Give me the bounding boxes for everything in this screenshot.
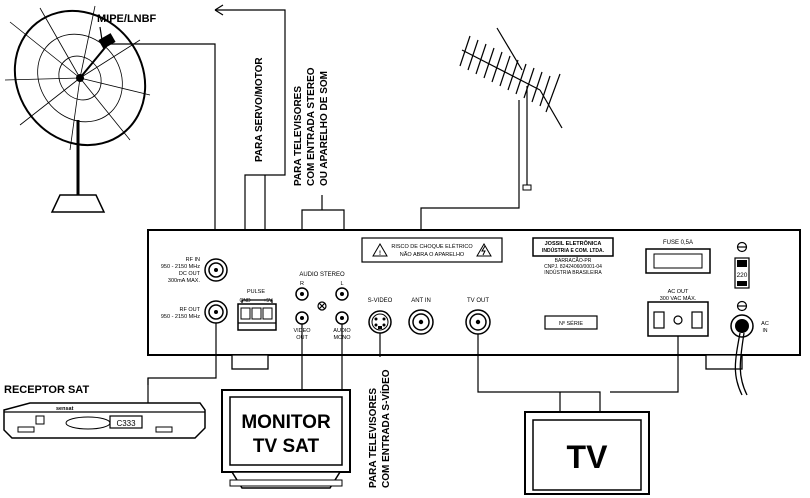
voltage-switch[interactable] xyxy=(734,257,750,289)
rf-in-dc: DC OUT xyxy=(179,271,201,277)
svideo-label: S-VIDEO xyxy=(368,298,393,304)
pulse-label: PULSE xyxy=(247,289,265,295)
svideo-connector[interactable] xyxy=(368,310,392,334)
gnd-label: GND xyxy=(239,298,251,304)
rf-out-label: RF OUT xyxy=(180,307,201,313)
serial-label: Nº SÉRIE xyxy=(559,320,583,327)
pulse-terminal-block[interactable] xyxy=(237,303,277,331)
receiver-label: RECEPTOR SAT xyxy=(4,384,89,396)
rf-in-connector[interactable] xyxy=(204,258,228,282)
lnb-cable xyxy=(110,43,216,245)
maker-origin: INDÚSTRIA BRASILEIRA xyxy=(544,269,602,276)
audio-r-jack[interactable] xyxy=(295,287,309,301)
voltage-screw-icon xyxy=(736,241,748,253)
ac-out-socket[interactable] xyxy=(647,301,709,337)
rf-in-freq: 950 - 2150 MHz xyxy=(161,264,200,270)
screw-icon xyxy=(317,301,327,311)
audio-mono-jack[interactable] xyxy=(335,311,349,325)
plus5v-label: +5V xyxy=(263,298,273,304)
tv-out-label: TV OUT xyxy=(467,298,489,304)
warning-box xyxy=(361,237,503,263)
stereo-label-1: PARA TELEVISORES xyxy=(293,86,304,186)
tv-out-connector[interactable] xyxy=(465,309,491,335)
satellite-receiver xyxy=(3,402,206,439)
stereo-label-2: COM ENTRADA STEREO xyxy=(306,67,317,186)
warning-icon xyxy=(372,243,388,257)
warning-text-2: NÃO ABRA O APARELHO xyxy=(400,251,465,258)
svideo-tv-label-1: PARA TELEVISORES xyxy=(368,388,379,488)
servo-label: PARA SERVO/MOTOR xyxy=(254,57,265,162)
rf-in-label: RF IN xyxy=(186,257,200,263)
rf-out-connector[interactable] xyxy=(204,300,228,324)
warning-text-1: RISCO DE CHOQUE ELÉTRICO xyxy=(391,243,473,250)
fuse-holder[interactable] xyxy=(645,248,711,274)
maker-box xyxy=(532,237,614,257)
ant-in-connector[interactable] xyxy=(408,309,434,335)
ac-in-label-2: IN xyxy=(763,328,768,334)
satellite-dish xyxy=(4,5,151,213)
audio-l-jack[interactable] xyxy=(335,287,349,301)
servo-cable xyxy=(215,9,286,300)
antenna-cable xyxy=(420,100,520,250)
stereo-label-3: OU APARELHO DE SOM xyxy=(319,71,330,186)
rf-out-freq: 950 - 2150 MHz xyxy=(161,314,200,320)
svg-text:!: ! xyxy=(379,251,381,257)
tv-cable-b xyxy=(610,336,679,393)
maker-cnpj: CNPJ. 82424060/0001-04 xyxy=(544,264,602,270)
ac-out-rating: 300 VAC MÁX. xyxy=(660,295,697,302)
tv-set xyxy=(524,411,650,495)
receiver-display: C333 xyxy=(116,419,136,428)
tv-cable-a xyxy=(477,334,601,412)
monitor-label-2: TV SAT xyxy=(253,436,320,457)
tv-label: TV xyxy=(567,439,609,475)
ac-screw-icon xyxy=(736,300,748,312)
maker-name: JOSSIL ELETRÔNICA xyxy=(545,239,602,247)
fuse-label: FUSE 0,5A xyxy=(663,240,693,246)
maker-city: BARRACÃO-PR xyxy=(555,257,592,264)
tv-antenna xyxy=(459,27,563,185)
monitor-tv-sat xyxy=(221,389,351,489)
receiver-brand: sensat xyxy=(56,406,74,412)
maker-company: INDÚSTRIA E COM. LTDA. xyxy=(542,247,605,254)
video-out-jack[interactable] xyxy=(295,311,309,325)
ac-out-label: AC OUT xyxy=(668,289,689,295)
ac-in-label-1: AC xyxy=(761,321,769,327)
rf-in-current: 300mA MAX. xyxy=(168,278,201,284)
ac-in-cord[interactable] xyxy=(730,314,754,396)
audio-stereo-label: AUDIO STEREO xyxy=(299,272,345,278)
monitor-label-1: MONITOR xyxy=(241,412,331,433)
svideo-tv-label-2: COM ENTRADA S-VÍDEO xyxy=(379,369,392,488)
dish-label: MIPE/LNBF xyxy=(97,13,157,25)
voltage-label: 220 xyxy=(737,272,748,279)
audio-r-label: R xyxy=(300,281,304,287)
ant-in-label: ANT IN xyxy=(411,298,431,304)
audio-l-label: L xyxy=(340,281,343,287)
serial-box xyxy=(544,315,598,330)
lightning-icon xyxy=(476,243,492,257)
